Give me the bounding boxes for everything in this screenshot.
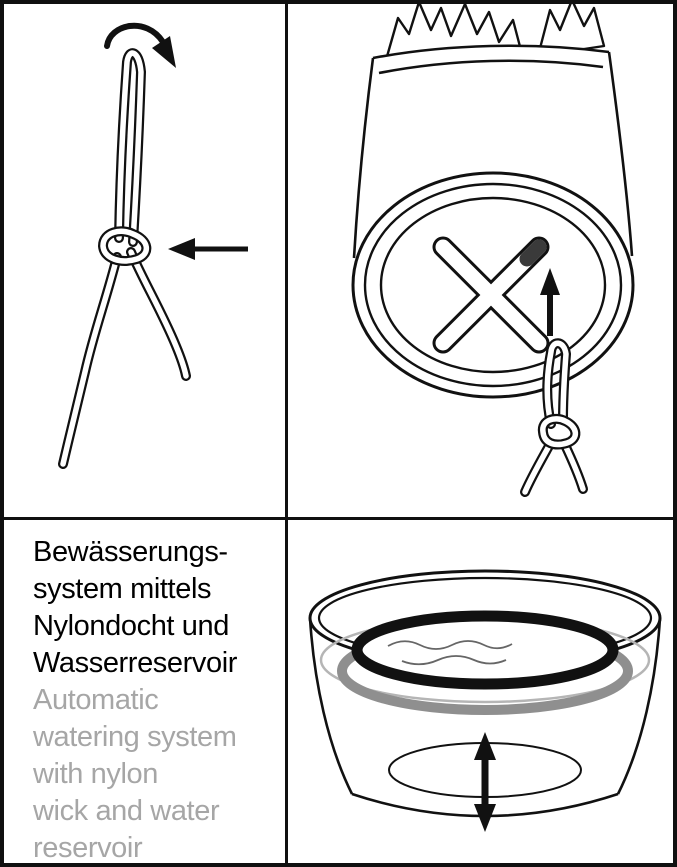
pot-rim [351,610,619,690]
drainage-cross-slot [432,236,550,354]
horizontal-divider-line [0,517,677,520]
caption-line-de: Bewässerungs- [33,536,228,568]
caption-line-en: with nylon [33,758,158,790]
caption-line-en: reservoir [33,832,143,864]
reservoir-illustration [308,569,662,832]
hanging-wick [520,338,588,497]
pot-bottom-illustration [351,0,635,497]
wick-knot [98,226,152,266]
submerged-pot [319,610,651,798]
caption-line-de: Nylondocht und [33,610,229,642]
caption-line-en: wick and water [33,795,220,827]
fold-direction-arrow-icon [104,22,176,68]
panel-fold-wick [0,0,285,517]
caption-line-de: system mittels [33,573,212,605]
caption-line-en: watering system [33,721,237,753]
vertical-divider-line [285,0,288,867]
wick-pull-up-arrow-icon [540,268,560,336]
caption-line-en: Automatic [33,684,159,716]
water-level-arrow-icon [474,732,496,832]
panel-water-reservoir [288,520,677,867]
caption-line-de: Wasserreservoir [33,647,238,679]
wick-fold-illustration [58,22,248,469]
panel-thread-wick-through-pot [288,0,677,517]
hanging-wick-knot [537,413,581,450]
knot-position-arrow-icon [168,238,248,260]
panel-caption: Bewässerungs- system mittels Nylondocht … [0,520,285,867]
wick-tip-through-hole [519,239,547,267]
wick-cord [58,48,191,469]
